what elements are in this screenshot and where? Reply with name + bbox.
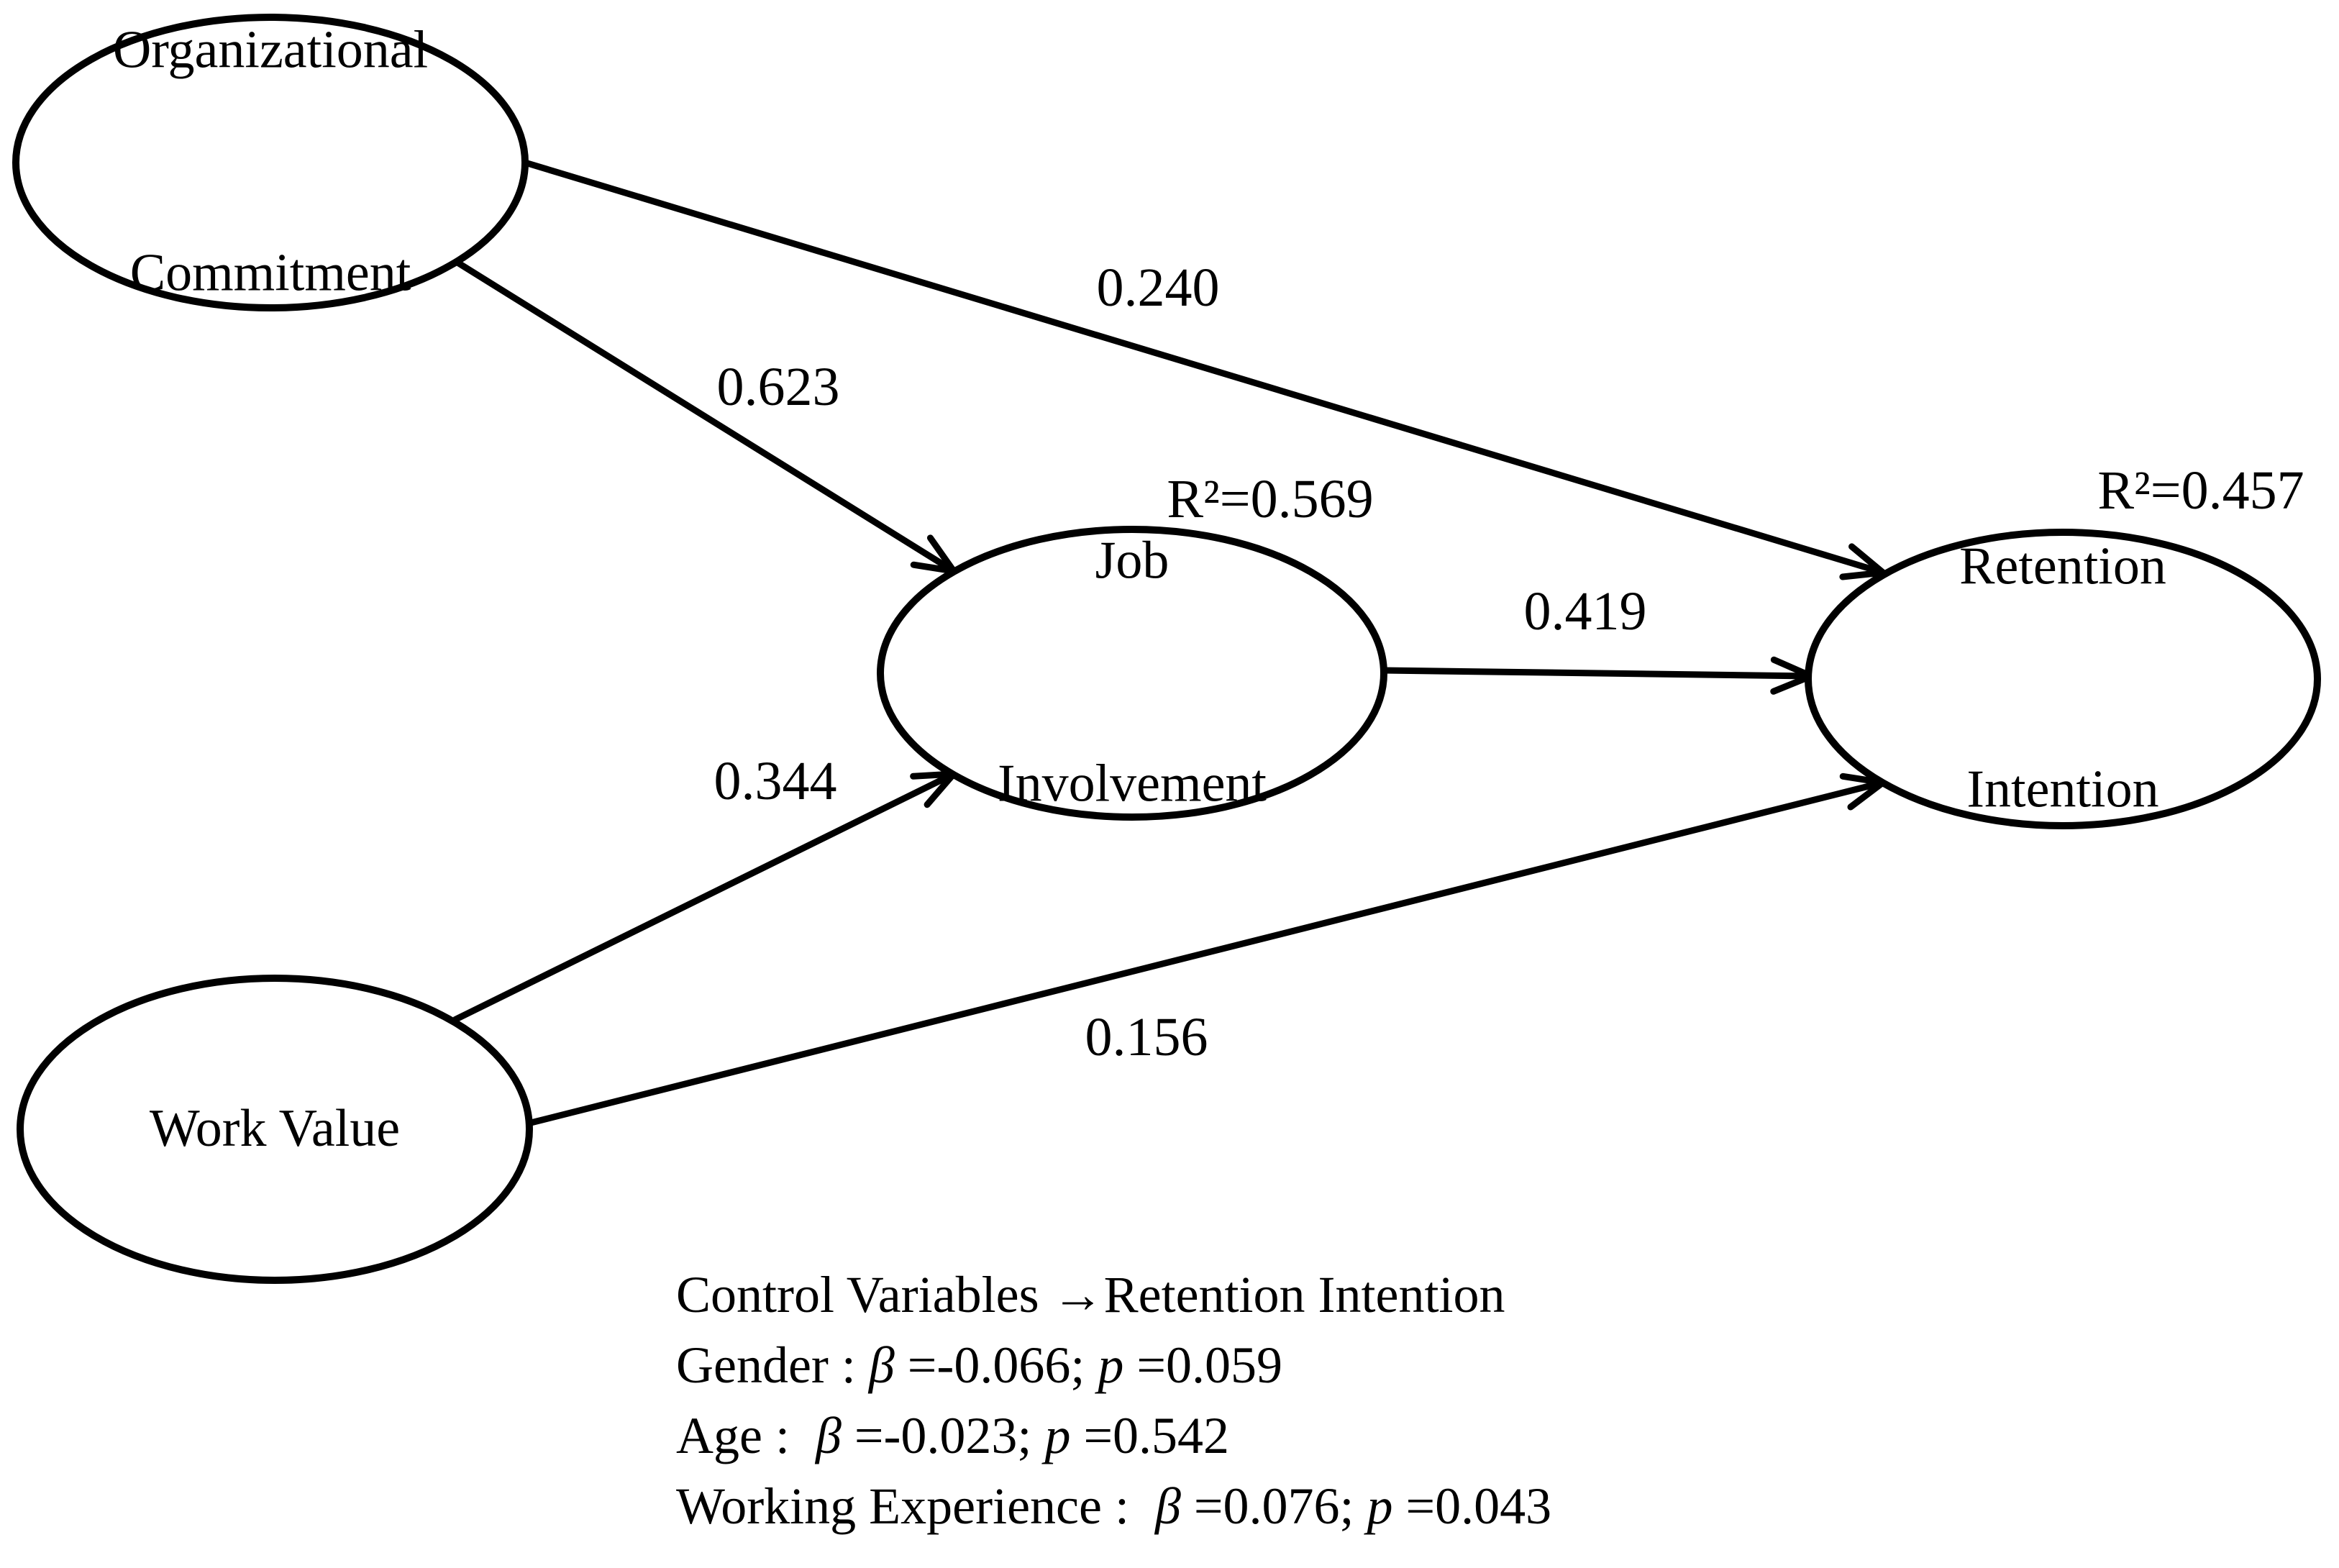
- note-segment: p: [1098, 1336, 1124, 1394]
- note-segment: Working Experience :: [676, 1477, 1155, 1535]
- node-label-line: Job: [1095, 531, 1170, 591]
- coefficient-job-involvement-to-retention: 0.419: [1523, 581, 1647, 642]
- control-variable-gender: Gender : β =-0.066; p =0.059: [676, 1331, 1551, 1401]
- node-ellipse-work-value: [17, 975, 533, 1284]
- coefficient-workvalue-to-retention: 0.156: [1085, 1007, 1208, 1068]
- note-segment: p: [1367, 1477, 1393, 1535]
- note-segment: β: [868, 1336, 895, 1394]
- r-squared-label-retention-intention: R²=0.457: [2097, 460, 2304, 521]
- node-label-line: Involvement: [997, 755, 1267, 814]
- path-arrow-oc-to-retention: [524, 159, 1892, 580]
- note-segment: =0.542: [1070, 1407, 1230, 1464]
- control-variables-heading: Control Variables →Retention Intention: [676, 1260, 1551, 1331]
- path-arrow-workvalue-to-job-involvement: [453, 770, 962, 1024]
- note-segment: Age :: [676, 1407, 816, 1464]
- note-segment: β: [815, 1407, 842, 1464]
- r-squared-label-job-involvement: R²=0.569: [1167, 469, 1374, 530]
- coefficient-oc-to-job-involvement: 0.623: [716, 357, 840, 418]
- path-arrow-job-involvement-to-retention: [1383, 656, 1820, 695]
- note-segment: =-0.023;: [841, 1407, 1045, 1464]
- note-segment: =-0.066;: [894, 1336, 1098, 1394]
- note-segment: =0.059: [1123, 1336, 1282, 1394]
- node-ellipse-job-involvement: [877, 526, 1387, 821]
- node-label-line: Intention: [1966, 760, 2159, 820]
- node-label-line: Retention: [1959, 537, 2166, 596]
- note-segment: =0.043: [1392, 1477, 1552, 1535]
- note-segment: Control Variables →Retention Intention: [676, 1266, 1505, 1323]
- node-label-retention-intention: Retention Intention: [1959, 381, 2166, 977]
- coefficient-workvalue-to-job-involvement: 0.344: [713, 751, 837, 812]
- node-label-line: Commitment: [129, 244, 411, 304]
- coefficient-oc-to-retention: 0.240: [1096, 257, 1220, 319]
- node-label-line: Organizational: [112, 20, 429, 80]
- note-segment: β: [1154, 1477, 1181, 1535]
- node-label-job-involvement: Job Involvement: [998, 375, 1267, 972]
- note-segment: =0.076;: [1180, 1477, 1367, 1535]
- note-segment: Gender :: [676, 1336, 869, 1394]
- node-ellipse-organizational-commitment: [12, 14, 529, 311]
- node-ellipse-retention-intention: [1805, 529, 2321, 829]
- node-label-organizational-commitment: Organizational Commitment: [113, 0, 428, 460]
- node-label-work-value: Work Value: [150, 943, 400, 1316]
- control-variable-working-experience: Working Experience : β =0.076; p =0.043: [676, 1472, 1551, 1542]
- note-segment: p: [1044, 1407, 1071, 1464]
- path-arrow-workvalue-to-retention: [526, 772, 1892, 1127]
- control-variables-note: Control Variables →Retention Intention G…: [676, 1260, 1551, 1542]
- node-label-line: Work Value: [149, 1099, 401, 1159]
- control-variable-age: Age : β =-0.023; p =0.542: [676, 1401, 1551, 1472]
- path-arrow-oc-to-job-involvement: [450, 256, 961, 576]
